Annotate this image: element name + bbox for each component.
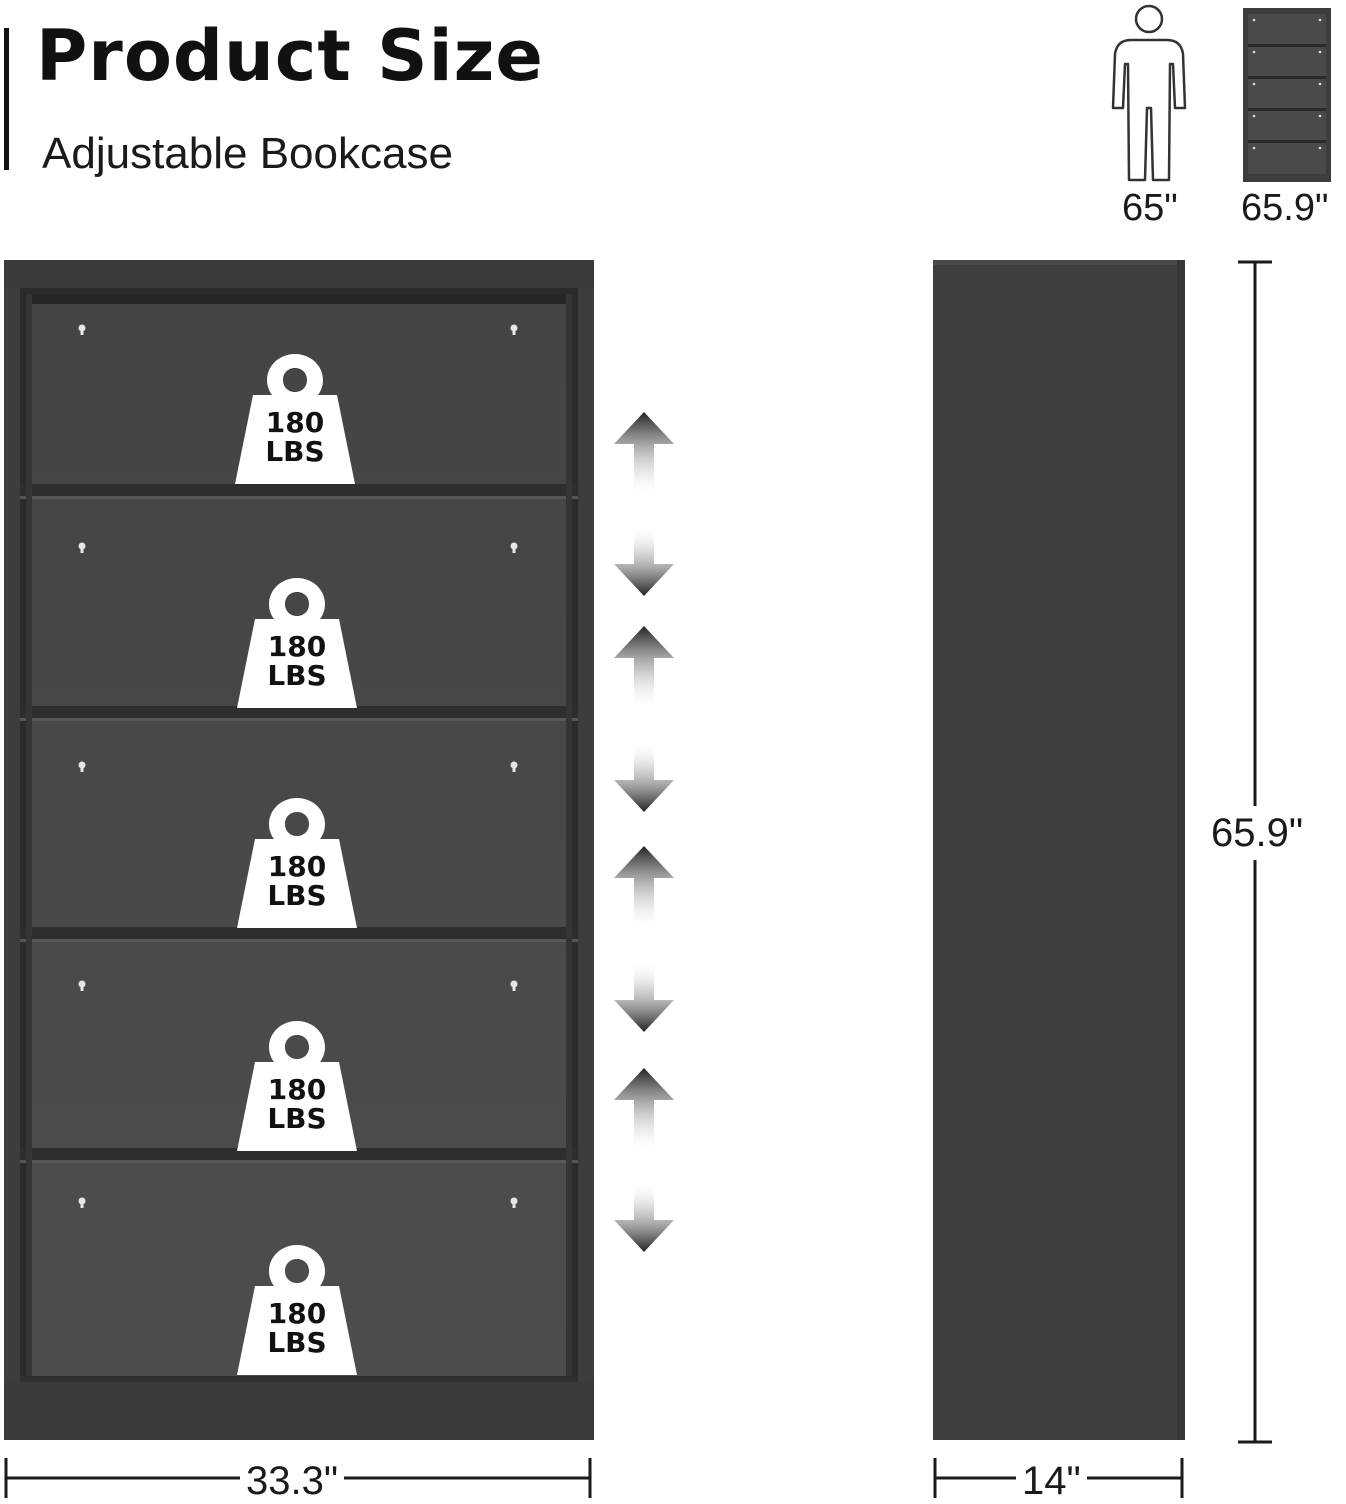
person-height-label: 65" xyxy=(1122,187,1178,229)
bookcase-height-label: 65.9" xyxy=(1241,187,1329,229)
weight-icon xyxy=(237,1245,357,1375)
depth-dimension-label: 14" xyxy=(1016,1458,1087,1504)
person-silhouette-icon xyxy=(1109,4,1189,182)
title-accent-bar xyxy=(4,28,9,170)
load-capacity-value: 180 xyxy=(265,406,325,439)
bookcase-thumbnail-icon xyxy=(1243,8,1331,182)
page-subtitle: Adjustable Bookcase xyxy=(42,129,453,178)
up-down-arrow-icon xyxy=(614,626,674,812)
load-capacity-unit: LBS xyxy=(267,1102,327,1135)
shelf-load-badge: 180 LBS xyxy=(235,798,359,928)
up-down-arrow-icon xyxy=(614,412,674,596)
shelf-load-badge: 180 LBS xyxy=(235,1245,359,1375)
weight-icon xyxy=(237,798,357,928)
shelf-load-badge: 180 LBS xyxy=(235,1021,359,1151)
weight-icon xyxy=(237,578,357,708)
adjustable-shelf-arrows xyxy=(608,408,680,1254)
load-capacity-unit: LBS xyxy=(267,879,327,912)
width-dimension-label: 33.3" xyxy=(240,1458,345,1504)
shelf-load-badge: 180 LBS xyxy=(233,354,357,484)
height-dimension-label: 65.9" xyxy=(1205,806,1310,860)
page-title: Product Size xyxy=(36,15,544,97)
weight-icon xyxy=(237,1021,357,1151)
load-capacity-unit: LBS xyxy=(265,435,325,468)
bookcase-side-view xyxy=(933,260,1185,1440)
load-capacity-value: 180 xyxy=(267,850,327,883)
load-capacity-value: 180 xyxy=(267,1297,327,1330)
load-capacity-unit: LBS xyxy=(267,659,327,692)
load-capacity-unit: LBS xyxy=(267,1326,327,1359)
up-down-arrow-icon xyxy=(614,846,674,1032)
load-capacity-value: 180 xyxy=(267,1073,327,1106)
load-capacity-value: 180 xyxy=(267,630,327,663)
up-down-arrow-icon xyxy=(614,1068,674,1252)
shelf-load-badge: 180 LBS xyxy=(235,578,359,708)
weight-icon xyxy=(235,354,355,484)
